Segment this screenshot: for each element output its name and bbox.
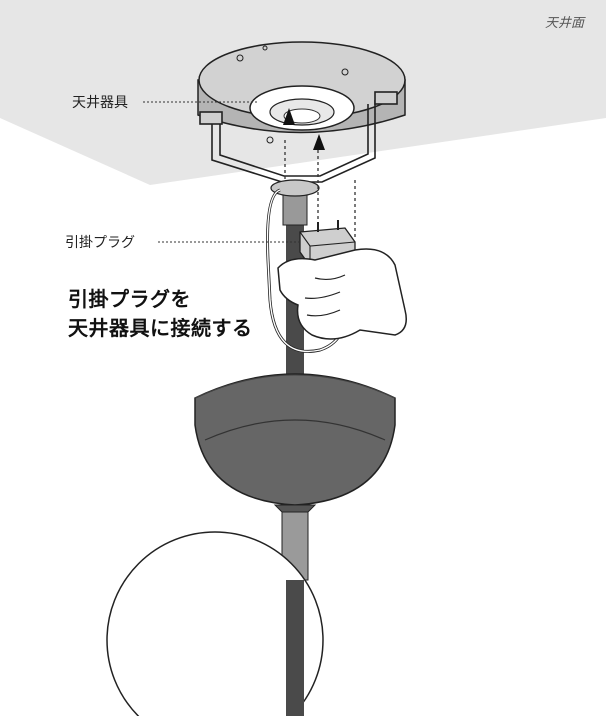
ceiling-fixture-label: 天井器具 (72, 95, 128, 111)
globe-shade (106, 531, 324, 716)
instruction-text-line2: 天井器具に接続する (68, 316, 253, 340)
ceiling-surface-label: 天井面 (544, 16, 584, 31)
hand (277, 248, 407, 340)
ceiling-plug-label: 引掛プラグ (65, 235, 135, 251)
insert-arrows (283, 108, 325, 150)
guide-lines (284, 140, 356, 240)
instruction-text-line1: 引掛プラグを (68, 287, 191, 311)
ceiling-fixture (197, 41, 406, 144)
bell-shade (194, 373, 396, 513)
hook-nut (270, 179, 320, 226)
